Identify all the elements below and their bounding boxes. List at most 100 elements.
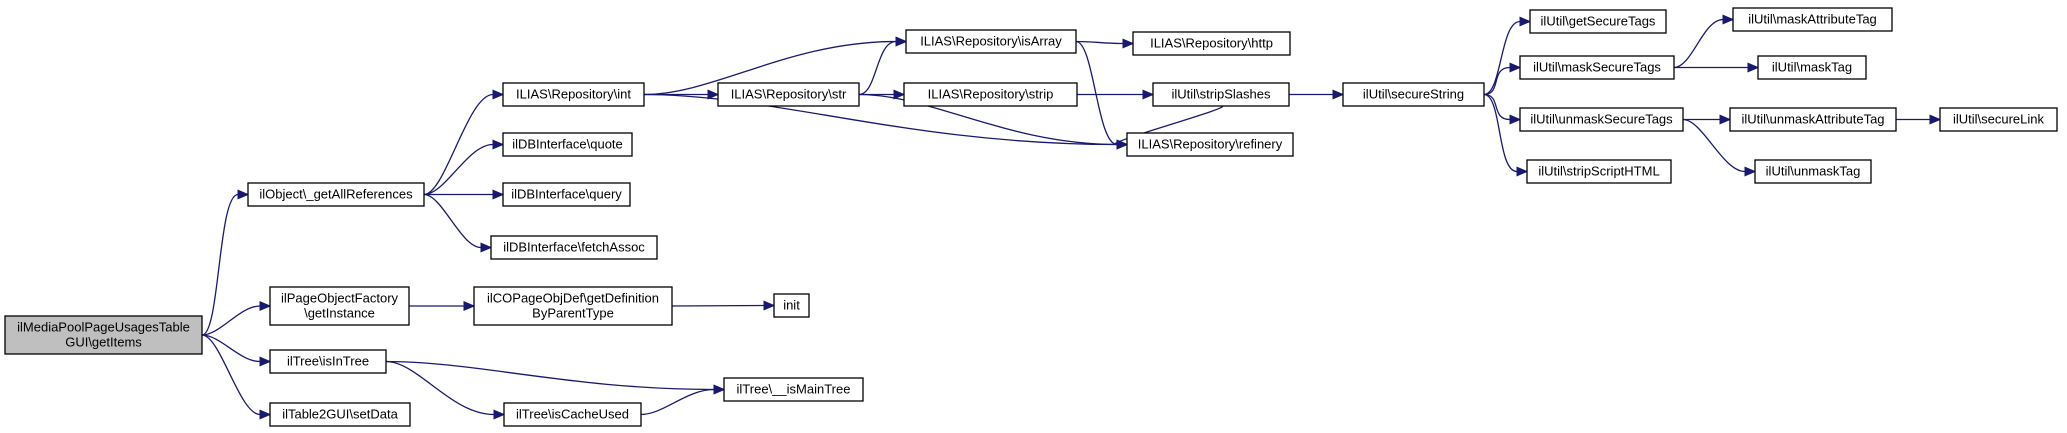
node-dbFetch[interactable]: ilDBInterface\fetchAssoc <box>490 235 658 260</box>
node-label: ilUtil\unmaskSecureTags <box>1530 112 1673 127</box>
node-box <box>1754 159 1872 184</box>
arrowhead <box>492 189 505 200</box>
node-box <box>1342 82 1485 107</box>
node-stripSlashes[interactable]: ilUtil\stripSlashes <box>1152 82 1290 107</box>
node-label: ilDBInterface\query <box>511 187 622 202</box>
node-label: ilDBInterface\quote <box>512 137 623 152</box>
node-secureLink[interactable]: ilUtil\secureLink <box>1939 107 2058 132</box>
node-unmaskSecureTags[interactable]: ilUtil\unmaskSecureTags <box>1519 107 1684 132</box>
node-label: ilUtil\stripSlashes <box>1172 87 1271 102</box>
node-secureString[interactable]: ilUtil\secureString <box>1342 82 1485 107</box>
node-label: ILIAS\Repository\refinery <box>1138 137 1283 152</box>
edge-getAllRefs-to-repoInt <box>423 93 494 196</box>
node-box <box>247 182 425 207</box>
node-box <box>269 349 387 374</box>
arrowhead <box>1744 166 1757 177</box>
edge-repoStr-to-repoRefinery <box>858 93 1118 146</box>
node-repoIsArray[interactable]: ILIAS\Repository\isArray <box>905 29 1077 54</box>
edge-repoIsArray-to-repoHttp <box>1075 40 1124 45</box>
node-box <box>1126 132 1294 157</box>
node-box <box>717 82 860 107</box>
node-box <box>1132 31 1291 56</box>
edge-repoInt-to-repoRefinery <box>643 93 1118 146</box>
arrowhead <box>1332 89 1345 100</box>
arrowhead <box>713 384 726 395</box>
edge-repoIsArray-to-repoRefinery <box>1075 40 1118 146</box>
arrowhead <box>1509 62 1522 73</box>
node-setData[interactable]: ilTable2GUI\setData <box>269 402 411 427</box>
arrowhead <box>895 36 908 47</box>
node-label: ILIAS\Repository\isArray <box>920 34 1062 49</box>
node-label: ilTree\isCacheUsed <box>516 407 629 422</box>
edge-getDef-to-init <box>671 304 765 307</box>
node-label: ilUtil\secureString <box>1363 87 1464 102</box>
node-label: ilUtil\unmaskTag <box>1766 164 1861 179</box>
node-repoHttp[interactable]: ILIAS\Repository\http <box>1132 31 1291 56</box>
arrowhead <box>259 409 272 420</box>
node-label: ILIAS\Repository\strip <box>928 87 1054 102</box>
node-repoInt[interactable]: ILIAS\Repository\int <box>502 82 645 107</box>
node-isMainTree[interactable]: ilTree\__isMainTree <box>723 377 864 402</box>
node-unmaskAttributeTag[interactable]: ilUtil\unmaskAttributeTag <box>1729 107 1897 132</box>
node-isInTree[interactable]: ilTree\isInTree <box>269 349 387 374</box>
node-box <box>1757 55 1867 80</box>
node-box <box>1529 9 1667 34</box>
node-box <box>1732 7 1893 32</box>
edge-repoStr-to-repoIsArray <box>858 40 897 96</box>
node-label: ilTable2GUI\setData <box>282 407 398 422</box>
edge-repoInt-to-repoIsArray <box>643 40 897 96</box>
arrowhead <box>707 89 720 100</box>
node-unmaskTag[interactable]: ilUtil\unmaskTag <box>1754 159 1872 184</box>
node-label: ilTree\isInTree <box>287 354 369 369</box>
node-box <box>1519 55 1675 80</box>
node-box <box>473 286 673 326</box>
node-box <box>1526 159 1672 184</box>
node-label: ilDBInterface\fetchAssoc <box>503 240 645 255</box>
node-label: GUI\getItems <box>65 335 142 350</box>
node-dbQuote[interactable]: ilDBInterface\quote <box>502 132 633 157</box>
node-label: ilUtil\getSecureTags <box>1541 14 1656 29</box>
node-label: ilMediaPoolPageUsagesTable <box>17 320 190 335</box>
node-box <box>502 132 633 157</box>
node-box <box>4 315 203 355</box>
node-label: \getInstance <box>304 306 375 321</box>
node-label: ilUtil\stripScriptHTML <box>1538 164 1659 179</box>
node-label: ilObject\_getAllReferences <box>259 187 413 202</box>
edge-isCacheUsed-to-isMainTree <box>640 388 715 416</box>
node-maskAttributeTag[interactable]: ilUtil\maskAttributeTag <box>1732 7 1893 32</box>
node-getSecureTags[interactable]: ilUtil\getSecureTags <box>1529 9 1667 34</box>
node-box <box>269 286 410 326</box>
node-getAllRefs[interactable]: ilObject\_getAllReferences <box>247 182 425 207</box>
arrowhead <box>493 409 506 420</box>
node-label: ilTree\__isMainTree <box>737 382 851 397</box>
node-repoRefinery[interactable]: ILIAS\Repository\refinery <box>1126 132 1294 157</box>
arrowhead <box>1929 114 1942 125</box>
node-box <box>773 293 810 318</box>
node-init[interactable]: init <box>773 293 810 318</box>
node-repoStr[interactable]: ILIAS\Repository\str <box>717 82 860 107</box>
node-repoStrip[interactable]: ILIAS\Repository\strip <box>903 82 1078 107</box>
arrowhead <box>1516 166 1529 177</box>
node-box <box>1939 107 2058 132</box>
node-label: ILIAS\Repository\str <box>731 87 847 102</box>
node-box <box>490 235 658 260</box>
node-box <box>1729 107 1897 132</box>
node-stripScriptHTML[interactable]: ilUtil\stripScriptHTML <box>1526 159 1672 184</box>
arrowhead <box>1122 38 1135 49</box>
node-maskTag[interactable]: ilUtil\maskTag <box>1757 55 1867 80</box>
node-pageObjFactory[interactable]: ilPageObjectFactory\getInstance <box>269 286 410 326</box>
node-label: ILIAS\Repository\http <box>1150 36 1273 51</box>
node-label: ilPageObjectFactory <box>281 291 399 306</box>
arrowhead <box>492 139 505 150</box>
edge-getAllRefs-to-dbFetch <box>423 193 482 249</box>
arrowhead <box>1722 14 1735 25</box>
node-isCacheUsed[interactable]: ilTree\isCacheUsed <box>503 402 642 427</box>
arrowhead <box>763 300 776 311</box>
node-maskSecureTags[interactable]: ilUtil\maskSecureTags <box>1519 55 1675 80</box>
node-dbQuery[interactable]: ilDBInterface\query <box>502 182 631 207</box>
node-label: ilCOPageObjDef\getDefinition <box>487 291 659 306</box>
node-label: init <box>783 298 800 313</box>
